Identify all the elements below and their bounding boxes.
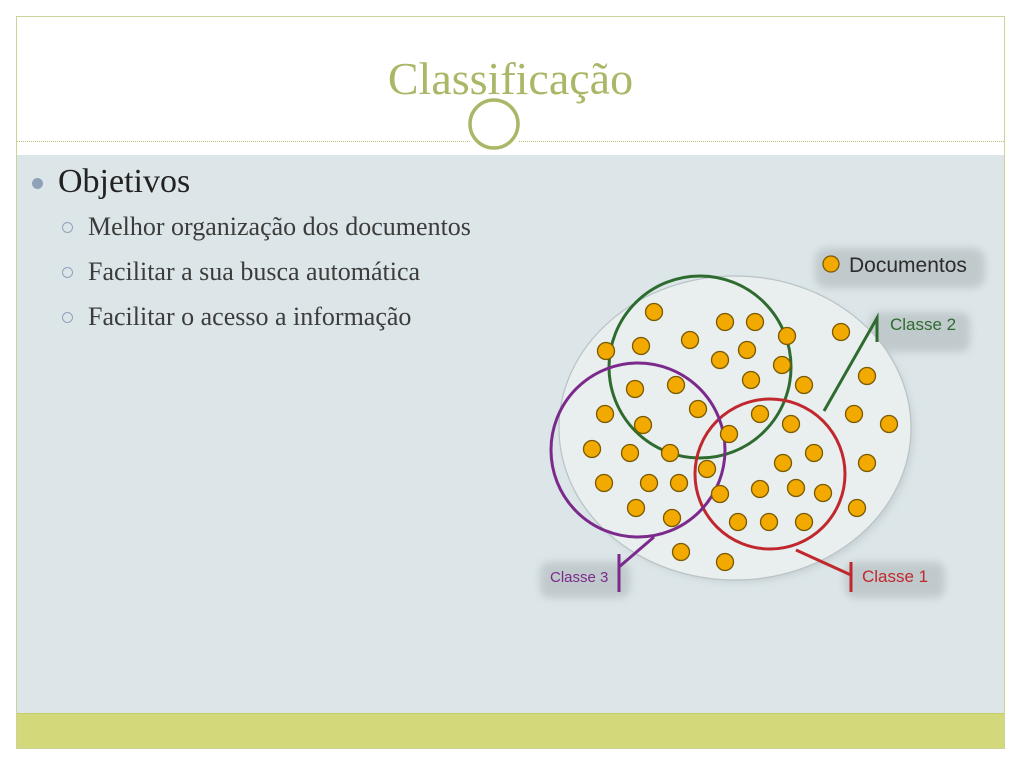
sub-bullet-busca: Facilitar a sua busca automática xyxy=(30,255,550,288)
classification-diagram: Documentos Classe 2 Classe 1 Classe 3 xyxy=(540,248,985,598)
document-dot xyxy=(831,322,851,342)
document-dot xyxy=(666,375,686,395)
document-dot xyxy=(639,473,659,493)
document-dot xyxy=(688,399,708,419)
document-dot xyxy=(671,542,691,562)
document-dot xyxy=(759,512,779,532)
document-dot xyxy=(594,473,614,493)
document-dot xyxy=(662,508,682,528)
class1-pointer xyxy=(795,548,853,592)
document-dot xyxy=(620,443,640,463)
legend-dot-icon xyxy=(822,255,840,273)
slide-title: Classificação xyxy=(387,53,634,104)
document-dots xyxy=(582,302,899,572)
title-ornament-icon xyxy=(464,94,524,154)
document-dot xyxy=(625,379,645,399)
footer-bar xyxy=(17,713,1004,748)
sub-bullet-organizacao: Melhor organização dos documentos xyxy=(30,210,550,243)
document-dot xyxy=(719,424,739,444)
document-dot xyxy=(741,370,761,390)
document-dot xyxy=(750,479,770,499)
document-dot xyxy=(697,459,717,479)
class1-label: Classe 1 xyxy=(862,567,928,586)
document-dot xyxy=(728,512,748,532)
class-circles xyxy=(549,274,879,592)
document-dot xyxy=(633,415,653,435)
document-dot xyxy=(750,404,770,424)
document-dot xyxy=(669,473,689,493)
document-dot xyxy=(680,330,700,350)
document-dot xyxy=(596,341,616,361)
document-dot xyxy=(745,312,765,332)
document-dot xyxy=(737,340,757,360)
document-dot xyxy=(813,483,833,503)
document-dot xyxy=(777,326,797,346)
document-dot xyxy=(582,439,602,459)
class2-pointer xyxy=(822,312,879,412)
document-dot xyxy=(786,478,806,498)
document-dot xyxy=(794,375,814,395)
document-dot xyxy=(773,453,793,473)
class1-circle xyxy=(693,397,847,551)
class3-pointer xyxy=(617,535,655,592)
sub-bullet-acesso: Facilitar o acesso a informação xyxy=(30,300,550,333)
document-dot xyxy=(626,498,646,518)
class2-label: Classe 2 xyxy=(890,315,956,334)
class3-circle xyxy=(549,361,727,539)
document-dot xyxy=(660,443,680,463)
document-dot xyxy=(804,443,824,463)
document-dot xyxy=(847,498,867,518)
class3-label: Classe 3 xyxy=(550,569,608,586)
document-dot xyxy=(772,355,792,375)
bullet-list: Objetivos Melhor organização dos documen… xyxy=(30,160,550,333)
document-dot xyxy=(631,336,651,356)
document-dot xyxy=(857,366,877,386)
document-dot xyxy=(595,404,615,424)
document-dot xyxy=(794,512,814,532)
legend-label: Documentos xyxy=(849,254,967,277)
document-dot xyxy=(715,312,735,332)
document-dot xyxy=(710,484,730,504)
legend: Documentos xyxy=(822,254,967,277)
bullet-objetivos: Objetivos xyxy=(30,160,550,204)
document-dot xyxy=(857,453,877,473)
document-dot xyxy=(710,350,730,370)
document-dot xyxy=(879,414,899,434)
document-dot xyxy=(644,302,664,322)
document-dot xyxy=(715,552,735,572)
document-dot xyxy=(781,414,801,434)
document-dot xyxy=(844,404,864,424)
